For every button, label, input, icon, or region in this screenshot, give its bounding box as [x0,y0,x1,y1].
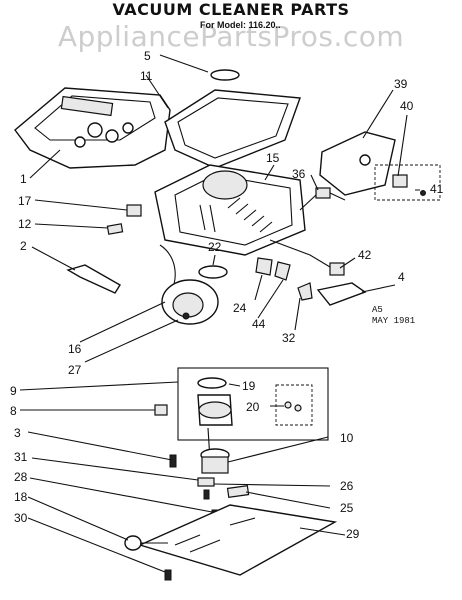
callout-5: 5 [144,49,151,63]
part-30-screw[interactable] [164,569,172,581]
part-11-gasket[interactable] [164,89,301,169]
part-44-fitting[interactable] [274,261,291,281]
callout-24: 24 [233,301,247,315]
callout-42: 42 [358,248,372,262]
part-25-pad[interactable] [226,484,250,499]
callout-27: 27 [68,363,82,377]
part-4-handle[interactable] [316,282,367,306]
watermark: AppliancePartsPros.com [57,20,405,53]
callout-22: 22 [208,240,222,254]
callout-28: 28 [14,470,28,484]
callout-18: 18 [14,490,28,504]
diagram-title: VACUUM CLEANER PARTS [112,0,350,19]
part-15-housing[interactable] [154,164,306,256]
callout-3: 3 [14,426,21,440]
callout-1: 1 [20,172,27,186]
callout-8: 8 [10,404,17,418]
part-42-cord[interactable] [269,239,336,271]
callout-15: 15 [266,151,280,165]
part-1-top-cover[interactable] [14,87,171,169]
part-12-clip[interactable] [106,223,124,235]
callout-4: 4 [398,270,405,284]
part-31-screw[interactable] [203,489,210,500]
callout-41: 41 [430,182,444,196]
callout-25: 25 [340,501,354,515]
stamp-line-2: MAY 1981 [372,316,416,326]
part-2-spring-clip[interactable] [66,264,121,294]
part-40-switch[interactable] [392,174,408,188]
callout-40: 40 [400,99,414,113]
callout-32: 32 [282,331,296,345]
callout-39: 39 [394,77,408,91]
callout-26: 26 [340,479,354,493]
callout-2: 2 [20,239,27,253]
part-19-motor[interactable] [197,377,233,426]
stamp-line-1: A5 [372,305,383,315]
part-29-base-plate[interactable] [137,504,338,576]
part-8-cap[interactable] [154,404,168,416]
part-20-brush[interactable] [284,401,292,409]
part-32-fitting[interactable] [297,282,313,301]
callout-20: 20 [246,400,260,414]
part-18-roller[interactable] [124,535,168,551]
callout-16: 16 [68,342,82,356]
callout-12: 12 [18,217,32,231]
callout-9: 9 [10,384,17,398]
callout-19: 19 [242,379,256,393]
part-3-screw[interactable] [169,454,177,468]
part-16-fan-housing[interactable] [161,279,219,325]
callout-31: 31 [14,450,28,464]
part-17-clip[interactable] [126,204,142,217]
part-24-fitting[interactable] [255,257,273,276]
callout-36: 36 [292,167,306,181]
part-9-motor-assembly-box [177,367,329,441]
part-5-filter-disc[interactable] [210,69,240,81]
callout-10: 10 [340,431,354,445]
part-26-pad[interactable] [197,477,215,487]
callout-11: 11 [140,69,153,83]
date-stamp: A5 MAY 1981 [372,305,415,327]
callout-29: 29 [346,527,360,541]
model-number: For Model: 116.20.. [200,20,281,30]
callout-44: 44 [252,317,266,331]
part-36-connector[interactable] [299,187,346,211]
callout-17: 17 [18,194,32,208]
callout-30: 30 [14,511,28,525]
part-39-bracket[interactable] [319,131,396,196]
